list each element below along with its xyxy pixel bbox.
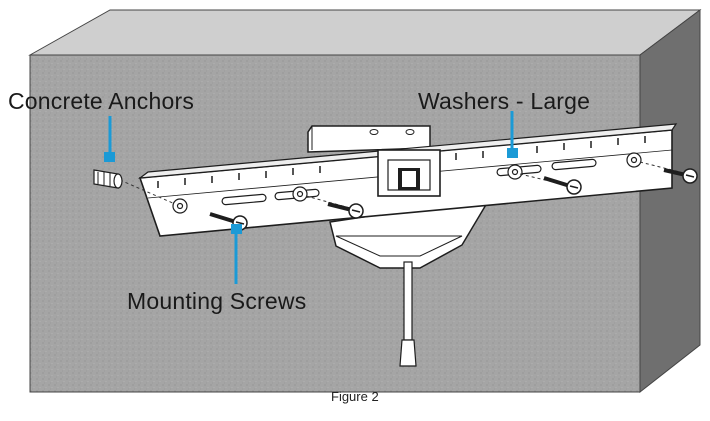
wall-right-face (639, 9, 701, 394)
mounting-rail (137, 123, 678, 237)
concrete-anchors-label: Concrete Anchors (8, 88, 195, 114)
concrete-anchor (93, 169, 123, 189)
anchors-leader-tip (104, 152, 115, 162)
washers-leader-tip (507, 148, 518, 158)
callout-leaders (104, 111, 518, 284)
mounting-screws (209, 168, 698, 231)
figure-caption: Figure 2 (331, 389, 379, 404)
wall-top-face (28, 9, 702, 56)
washers-large-label: Washers - Large (418, 88, 591, 114)
mounting-screw (663, 168, 698, 184)
level-bar (307, 125, 431, 153)
mounting-screw (327, 202, 364, 219)
screws-leader-tip (231, 224, 242, 234)
mounting-screw (543, 176, 582, 195)
mounting-screws-label: Mounting Screws (127, 288, 307, 314)
